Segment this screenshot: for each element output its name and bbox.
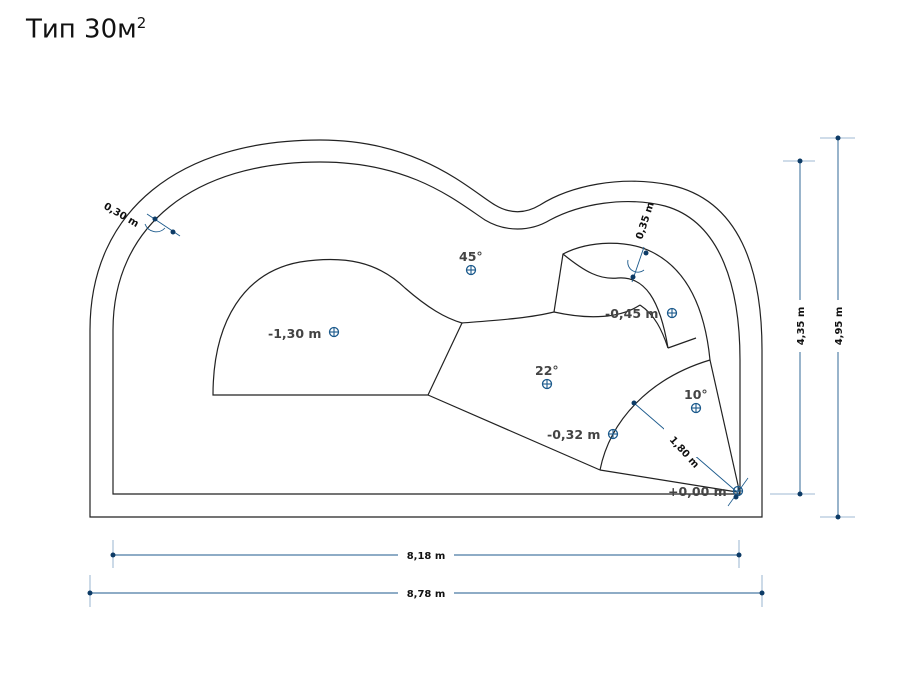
outer-height-label: 4,95 m: [834, 307, 845, 346]
radius-label-bg: [664, 427, 704, 457]
bench-lower: [639, 304, 669, 349]
inner-height-label: 4,35 m: [796, 307, 807, 346]
level-marker-deep: [328, 326, 340, 338]
level-marker-step: [607, 428, 619, 440]
outer-height-end-bottom: [835, 514, 841, 520]
slope-marker-top: [465, 264, 477, 276]
slope-label-fan: 10°: [684, 387, 708, 402]
inner-height-end-top: [797, 158, 803, 164]
slope-divider: [461, 311, 555, 324]
slope-label-middle: 22°: [535, 363, 559, 378]
level-label-step: -0,32 m: [547, 427, 600, 442]
level-marker-bench: [666, 307, 678, 319]
level-label-deep: -1,30 m: [268, 326, 321, 341]
pool-outer-outline: [89, 139, 763, 518]
radius-point-a: [631, 400, 637, 406]
pool-inner-outline: [112, 161, 741, 495]
outer-width-end-right: [759, 590, 765, 596]
plan-title: Тип 30м2: [26, 14, 146, 45]
inner-width-label: 8,18 m: [407, 551, 446, 562]
deep-zone-outline: [212, 258, 463, 396]
wall-thickness-point-b: [170, 229, 176, 235]
step-width-point-b: [630, 274, 636, 280]
step-width-arc: [627, 259, 645, 273]
outer-width-label: 8,78 m: [407, 589, 446, 600]
step-width-label: 0,35 m: [634, 201, 656, 241]
level-label-entry: +0,00 m: [668, 484, 727, 499]
level-label-bench: -0,45 m: [605, 306, 658, 321]
fan-step-edge: [599, 469, 738, 493]
step-diagonal: [427, 394, 601, 471]
wall-thickness-arc: [144, 223, 166, 233]
title-sup: 2: [136, 14, 147, 32]
inner-height-end-bottom: [797, 491, 803, 497]
outer-height-end-top: [835, 135, 841, 141]
inner-width-end-left: [110, 552, 116, 558]
wall-thickness-point-a: [152, 216, 158, 222]
wall-thickness-label: 0,30 m: [102, 201, 141, 230]
bench-inner-edge: [553, 253, 669, 349]
title-text: Тип 30м: [26, 14, 137, 45]
step-width-point-a: [643, 250, 649, 256]
slope-label-top: 45°: [459, 249, 483, 264]
level-marker-entry: [727, 477, 749, 507]
bench-outline: [553, 242, 741, 495]
entry-point-dot: [733, 494, 739, 500]
inner-width-end-right: [736, 552, 742, 558]
slope-marker-fan: [690, 402, 702, 414]
slope-marker-middle: [541, 378, 553, 390]
bench-step-line: [667, 337, 697, 349]
outer-width-end-left: [87, 590, 93, 596]
